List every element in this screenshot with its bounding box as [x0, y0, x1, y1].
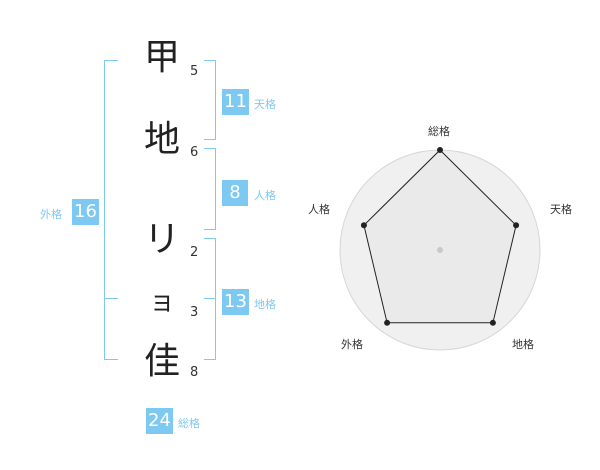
- stroke-count-4: 3: [190, 305, 199, 320]
- radar-point-4: [384, 319, 391, 326]
- gaikaku-label: 外格: [40, 208, 62, 221]
- radar-point-2: [513, 222, 520, 229]
- soukaku-badge: 24: [146, 408, 173, 434]
- tenkaku-badge: 11: [222, 89, 249, 115]
- tenkaku-bracket: [204, 60, 216, 140]
- chikaku-bracket: [204, 238, 216, 360]
- jinkaku-bracket: [204, 148, 216, 230]
- name-char-5: 佳: [143, 341, 180, 382]
- radar-point-1: [437, 147, 443, 153]
- radar-center-dot: [437, 247, 443, 253]
- name-char-3: リ: [143, 219, 180, 260]
- radar-axis-label-gaikaku: 外格: [341, 338, 363, 351]
- radar-point-3: [489, 319, 496, 326]
- radar-axis-label-chikaku: 地格: [512, 338, 534, 351]
- stroke-count-5: 8: [190, 365, 199, 380]
- name-char-4: ョ: [148, 287, 175, 317]
- radar-axis-label-tenkaku: 天格: [550, 203, 572, 216]
- chikaku-label: 地格: [254, 298, 276, 311]
- radar-axis-label-jinkaku: 人格: [308, 203, 330, 216]
- name-char-2: 地: [143, 119, 180, 160]
- stroke-count-3: 2: [190, 245, 199, 260]
- gaikaku-badge: 16: [72, 199, 99, 225]
- jinkaku-badge: 8: [222, 180, 248, 206]
- name-char-1: 甲: [143, 37, 180, 78]
- gaikaku-bracket-tick: [104, 298, 118, 299]
- chikaku-badge: 13: [222, 289, 249, 315]
- soukaku-label: 総格: [178, 417, 200, 430]
- jinkaku-label: 人格: [254, 189, 276, 202]
- stroke-count-2: 6: [190, 145, 199, 160]
- stroke-count-1: 5: [190, 64, 199, 79]
- chikaku-bracket-tick: [204, 298, 216, 299]
- gaikaku-bracket: [104, 60, 118, 360]
- radar-point-5: [360, 222, 367, 229]
- radar-polygon: [363, 149, 517, 324]
- radar-axis-label-soukaku: 総格: [428, 125, 450, 138]
- tenkaku-label: 天格: [254, 98, 276, 111]
